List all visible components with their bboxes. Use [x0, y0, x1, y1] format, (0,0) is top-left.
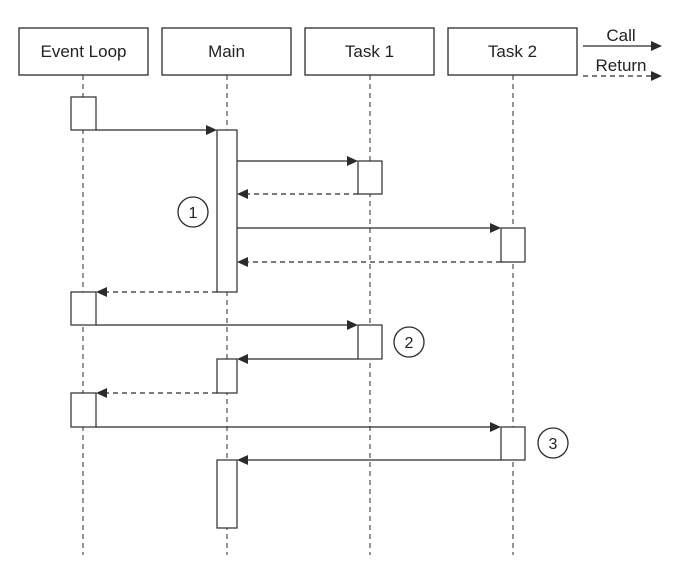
- legend-call-label: Call: [606, 26, 635, 45]
- marker-2-label: 2: [405, 335, 414, 352]
- call-event-loop-to-main: [96, 125, 217, 135]
- return-task2-to-main: [237, 257, 501, 267]
- legend-return-label: Return: [595, 56, 646, 75]
- participant-event-loop: Event Loop: [18, 27, 149, 76]
- participant-label-event-loop: Event Loop: [40, 42, 126, 61]
- call-main-to-task1: [237, 156, 358, 166]
- participant-main: Main: [161, 27, 292, 76]
- activation-event-loop-2: [70, 291, 97, 326]
- call-main-to-task2: [237, 223, 501, 233]
- legend-call-arrowhead: [651, 41, 662, 51]
- marker-1: 1: [177, 196, 209, 228]
- legend-return-arrowhead: [651, 71, 662, 81]
- activation-task2-1: [500, 227, 526, 263]
- marker-2: 2: [393, 326, 425, 358]
- participant-label-main: Main: [208, 42, 245, 61]
- activation-event-loop-1: [70, 96, 97, 131]
- marker-1-label: 1: [189, 205, 198, 222]
- call-event-loop-to-task1: [96, 320, 358, 330]
- participant-label-task1: Task 1: [345, 42, 394, 61]
- activation-main-2: [216, 358, 238, 394]
- call-task1-to-main: [237, 354, 358, 364]
- activation-main-3: [216, 459, 238, 529]
- activation-task1-1: [357, 160, 383, 195]
- return-main-to-event-loop-2: [96, 388, 217, 398]
- return-task1-to-main: [237, 189, 358, 199]
- marker-3-label: 3: [549, 436, 558, 453]
- call-task2-to-main: [237, 455, 501, 465]
- activation-main-1: [216, 129, 238, 293]
- call-event-loop-to-task2: [96, 422, 501, 432]
- participant-label-task2: Task 2: [488, 42, 537, 61]
- return-main-to-event-loop: [96, 287, 217, 297]
- activation-task1-2: [357, 324, 383, 360]
- participant-task1: Task 1: [304, 27, 435, 76]
- marker-3: 3: [537, 427, 569, 459]
- legend: Call Return: [583, 26, 662, 81]
- activation-event-loop-3: [70, 392, 97, 428]
- activation-task2-2: [500, 426, 526, 461]
- participant-task2: Task 2: [447, 27, 578, 76]
